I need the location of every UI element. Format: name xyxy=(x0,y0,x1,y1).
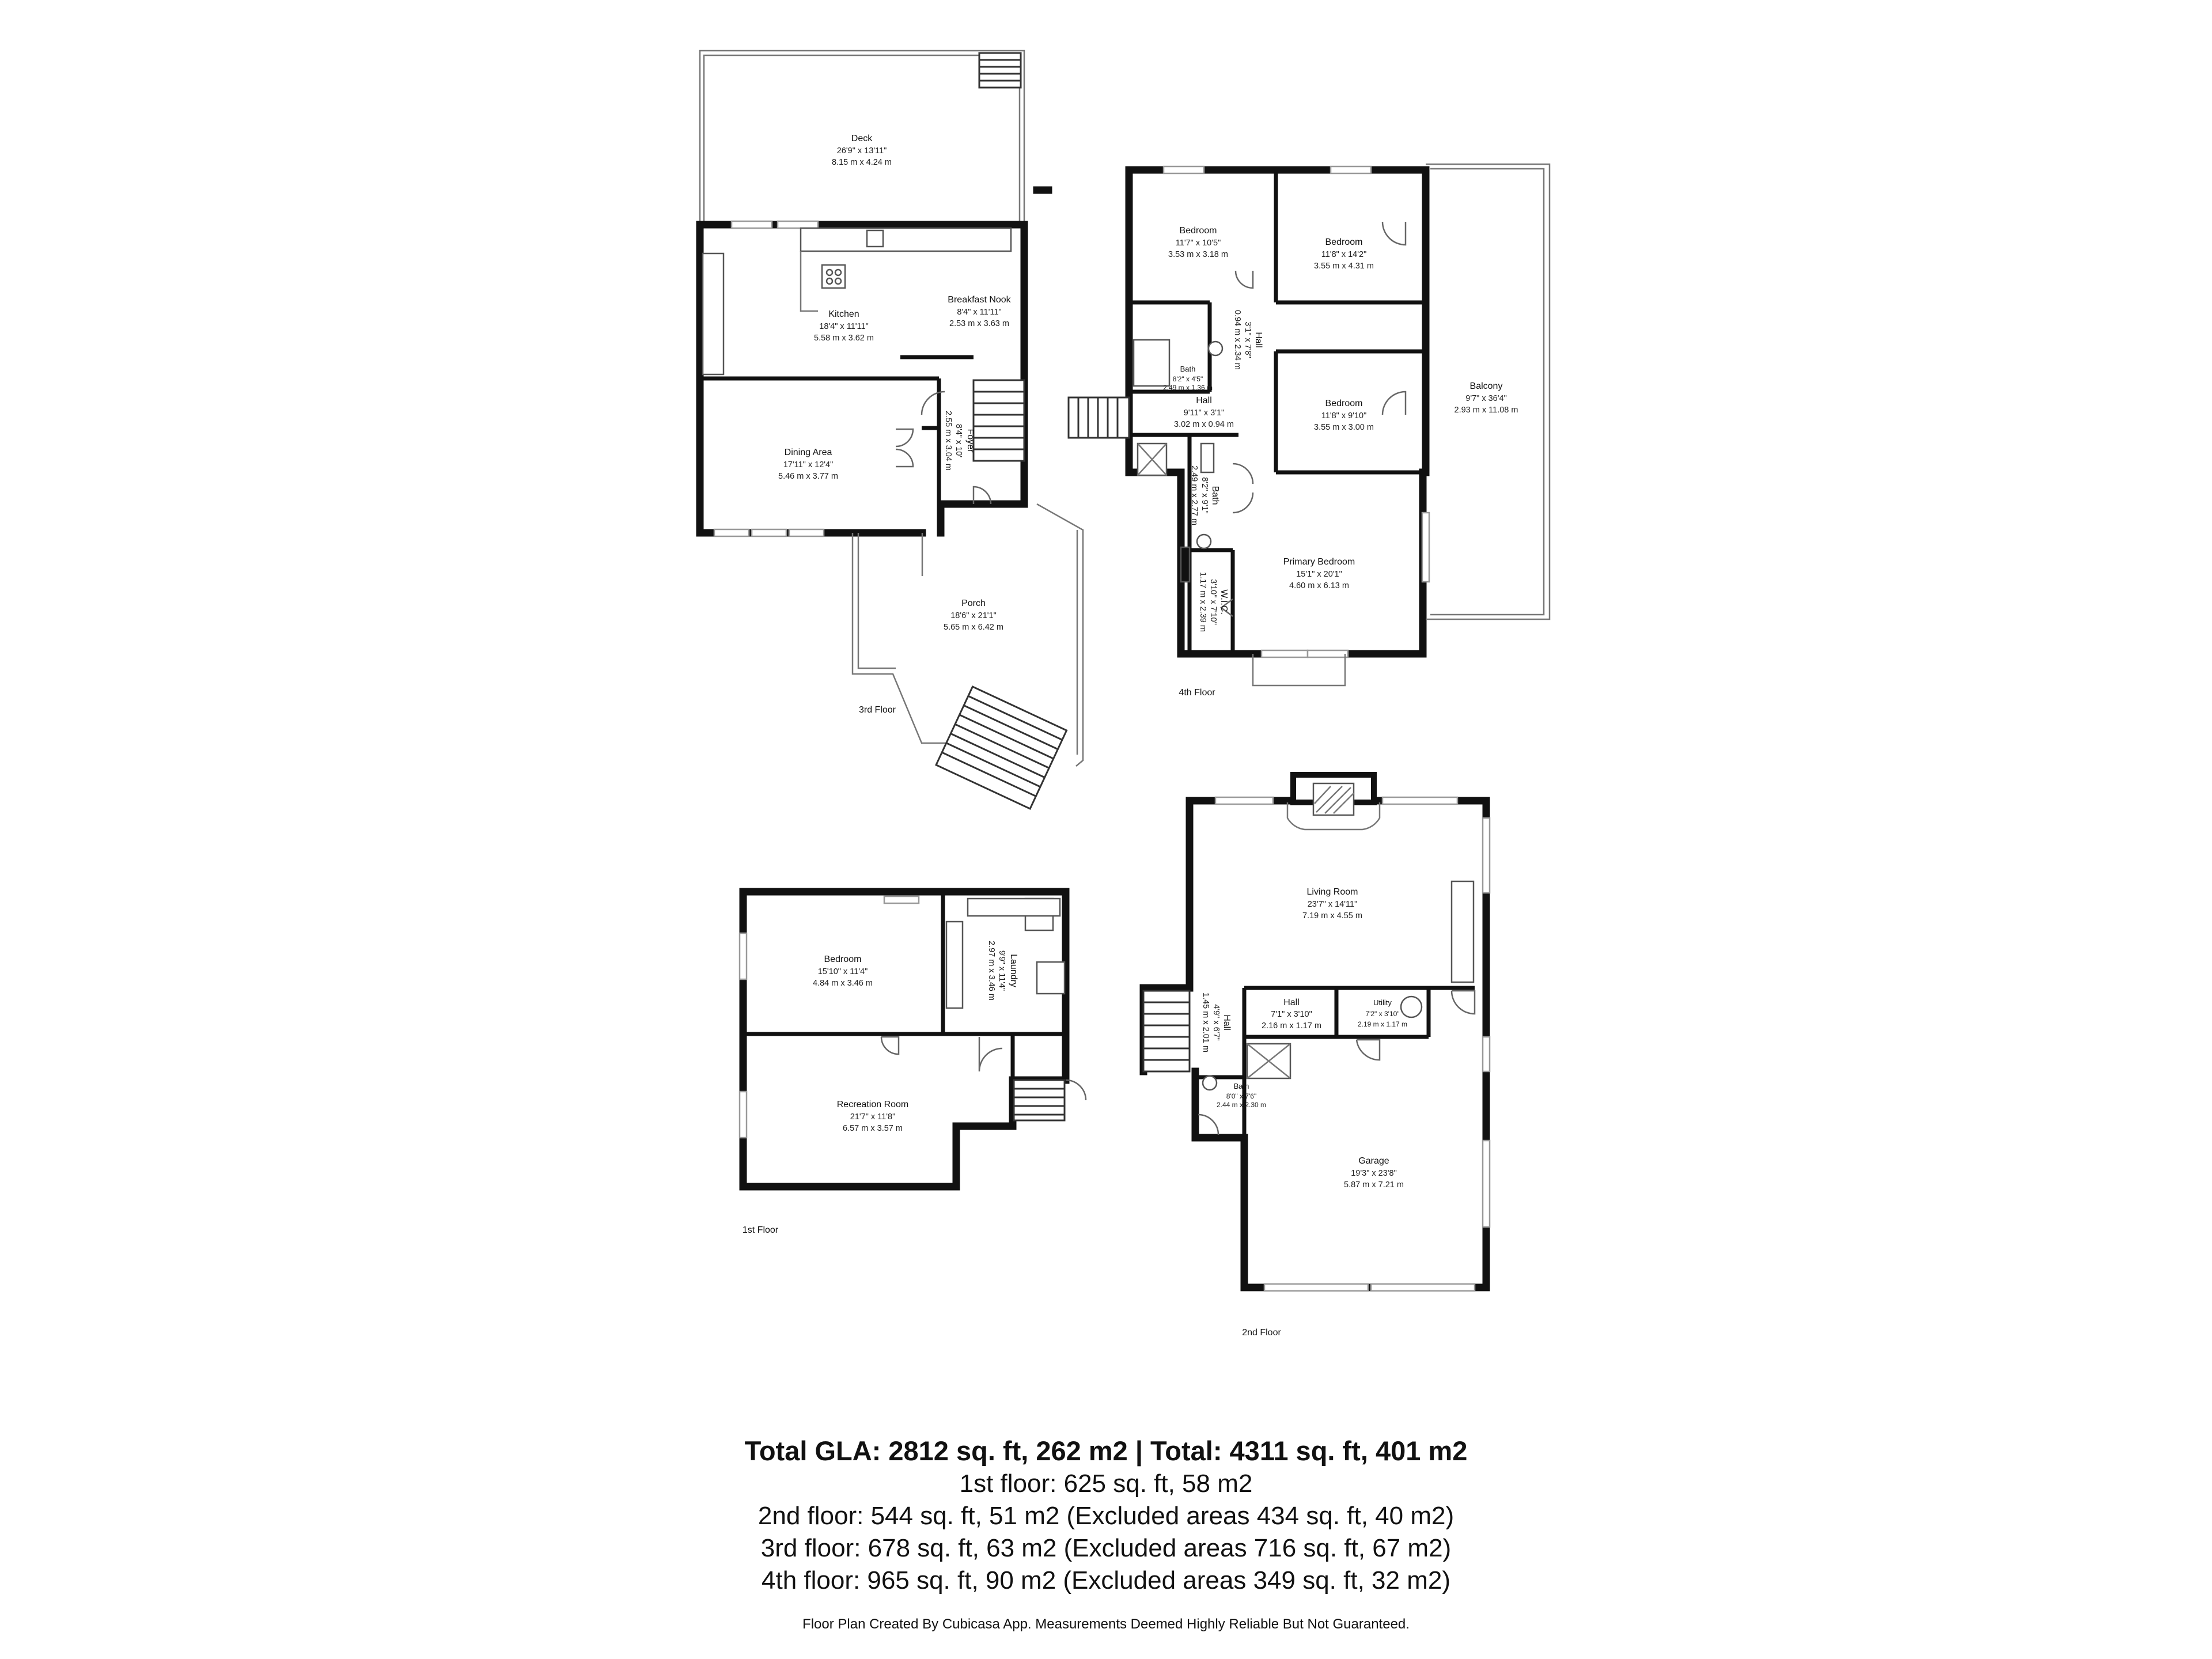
wic-metric: 1.17 m x 2.39 m xyxy=(1198,572,1207,632)
bath-2-imperial: 8'0" x 7'6" xyxy=(1226,1092,1256,1100)
primary-bedroom-metric: 4.60 m x 6.13 m xyxy=(1289,581,1349,590)
foyer-label: Foyer xyxy=(965,429,975,453)
bath-4b-imperial: 8'2" x 9'1" xyxy=(1200,477,1209,513)
floor-1-area: 1st floor: 625 sq. ft, 58 m2 xyxy=(959,1469,1253,1498)
balcony-metric: 2.93 m x 11.08 m xyxy=(1455,406,1518,415)
bedroom-1-label: Bedroom xyxy=(824,955,862,964)
primary-bedroom-label: Primary Bedroom xyxy=(1283,557,1355,567)
wic-label: W.I.C. xyxy=(1219,589,1229,615)
first-floor-plan: Bedroom 15'10" x 11'4" 4.84 m x 3.46 m L… xyxy=(738,888,1087,1235)
third-floor-plan: Deck 26'9" x 13'11" 8.15 m x 4.24 m Kitc… xyxy=(696,50,1084,810)
bath-2-metric: 2.44 m x 2.30 m xyxy=(1217,1101,1266,1109)
third-floor-label: 3rd Floor xyxy=(859,705,896,715)
floor-2-area: 2nd floor: 544 sq. ft, 51 m2 (Excluded a… xyxy=(757,1502,1455,1530)
bedroom-4a-label: Bedroom xyxy=(1180,226,1217,236)
bath-4a-metric: 2.49 m x 1.36 m xyxy=(1163,384,1213,392)
bedroom-1-imperial: 15'10" x 11'4" xyxy=(818,967,868,976)
laundry-label: Laundry xyxy=(1009,954,1018,987)
bath-4b-metric: 2.49 m x 2.77 m xyxy=(1190,465,1199,525)
bedroom-4a-imperial: 11'7" x 10'5" xyxy=(1176,238,1221,248)
dining-area-label: Dining Area xyxy=(785,448,832,457)
bedroom-4b-label: Bedroom xyxy=(1325,237,1363,247)
area-summary: Total GLA: 2812 sq. ft, 262 m2 | Total: … xyxy=(0,1434,2212,1633)
breakfast-nook-label: Breakfast Nook xyxy=(948,295,1011,305)
second-floor-label: 2nd Floor xyxy=(1242,1328,1281,1338)
hall-2-vertical-imperial: 4'9" x 6'7" xyxy=(1211,1004,1221,1040)
bedroom-4c-label: Bedroom xyxy=(1325,399,1363,408)
garage-imperial: 19'3" x 23'8" xyxy=(1351,1169,1397,1178)
fourth-floor-plan: Bedroom 11'7" x 10'5" 3.53 m x 3.18 m Be… xyxy=(1067,163,1551,698)
hall-4-label: Hall xyxy=(1196,396,1212,406)
recreation-room-label: Recreation Room xyxy=(837,1100,909,1109)
hall-4-small-metric: 0.94 m x 2.34 m xyxy=(1233,310,1242,370)
breakfast-nook-metric: 2.53 m x 3.63 m xyxy=(949,319,1009,328)
total-area: Total GLA: 2812 sq. ft, 262 m2 | Total: … xyxy=(744,1435,1468,1466)
laundry-imperial: 9'9" x 11'4" xyxy=(997,950,1006,991)
utility-imperial: 7'2" x 3'10" xyxy=(1365,1010,1399,1018)
fourth-floor-label: 4th Floor xyxy=(1179,688,1215,698)
hall-2-label: Hall xyxy=(1283,998,1300,1007)
hall-2-vertical-label: Hall xyxy=(1222,1014,1232,1031)
foyer-metric: 2.55 m x 3.04 m xyxy=(944,411,953,471)
garage-metric: 5.87 m x 7.21 m xyxy=(1344,1180,1404,1190)
living-room-imperial: 23'7" x 14'11" xyxy=(1308,900,1358,909)
bedroom-4b-metric: 3.55 m x 4.31 m xyxy=(1314,262,1374,271)
deck-metric: 8.15 m x 4.24 m xyxy=(832,158,892,167)
second-floor-plan: Living Room 23'7" x 14'11" 7.19 m x 4.55… xyxy=(1139,772,1491,1338)
floor-4-area: 4th floor: 965 sq. ft, 90 m2 (Excluded a… xyxy=(762,1566,1450,1594)
bath-4b-label: Bath xyxy=(1210,486,1220,505)
hall-4-imperial: 9'11" x 3'1" xyxy=(1184,408,1224,418)
kitchen-label: Kitchen xyxy=(828,309,859,319)
deck-imperial: 26'9" x 13'11" xyxy=(837,146,887,156)
hall-4-small-imperial: 3'1" x 7'8" xyxy=(1243,321,1252,358)
laundry-metric: 2.97 m x 3.46 m xyxy=(987,941,996,1001)
hall-4-small-label: Hall xyxy=(1253,332,1263,348)
bath-2-label: Bath xyxy=(1234,1082,1249,1090)
dining-area-imperial: 17'11" x 12'4" xyxy=(783,460,834,469)
recreation-room-metric: 6.57 m x 3.57 m xyxy=(843,1124,903,1133)
porch-imperial: 18'6" x 21'1" xyxy=(950,611,997,620)
hall-2-vertical-metric: 1.45 m x 2.01 m xyxy=(1201,993,1210,1052)
living-room-label: Living Room xyxy=(1307,887,1358,897)
bedroom-4c-imperial: 11'8" x 9'10" xyxy=(1321,411,1366,421)
bedroom-4b-imperial: 11'8" x 14'2" xyxy=(1321,250,1366,259)
porch-label: Porch xyxy=(961,599,986,608)
porch-metric: 5.65 m x 6.42 m xyxy=(944,623,1003,632)
floor-3-area: 3rd floor: 678 sq. ft, 63 m2 (Excluded a… xyxy=(760,1534,1452,1562)
dining-area-metric: 5.46 m x 3.77 m xyxy=(778,472,838,481)
wic-imperial: 3'10" x 7'10" xyxy=(1209,579,1218,625)
deck-label: Deck xyxy=(851,134,873,143)
balcony-imperial: 9'7" x 36'4" xyxy=(1465,394,1506,403)
bath-4a-label: Bath xyxy=(1180,365,1196,373)
bedroom-1-metric: 4.84 m x 3.46 m xyxy=(813,979,873,988)
utility-label: Utility xyxy=(1373,998,1392,1007)
disclaimer: Floor Plan Created By Cubicasa App. Meas… xyxy=(802,1616,1410,1632)
hall-4-metric: 3.02 m x 0.94 m xyxy=(1174,420,1234,429)
kitchen-imperial: 18'4" x 11'11" xyxy=(819,322,868,331)
garage-label: Garage xyxy=(1358,1156,1389,1166)
kitchen-metric: 5.58 m x 3.62 m xyxy=(814,334,874,343)
bath-4a-imperial: 8'2" x 4'5" xyxy=(1173,375,1203,383)
foyer-imperial: 8'4" x 10' xyxy=(954,424,963,457)
recreation-room-imperial: 21'7" x 11'8" xyxy=(850,1112,895,1122)
living-room-metric: 7.19 m x 4.55 m xyxy=(1302,911,1362,921)
hall-2-imperial: 7'1" x 3'10" xyxy=(1271,1010,1312,1019)
bedroom-4c-metric: 3.55 m x 3.00 m xyxy=(1314,423,1374,432)
first-floor-label: 1st Floor xyxy=(743,1225,779,1235)
primary-bedroom-imperial: 15'1" x 20'1" xyxy=(1296,570,1342,579)
bedroom-4a-metric: 3.53 m x 3.18 m xyxy=(1168,250,1228,259)
utility-metric: 2.19 m x 1.17 m xyxy=(1358,1020,1407,1028)
breakfast-nook-imperial: 8'4" x 11'11" xyxy=(957,308,1001,317)
hall-2-metric: 2.16 m x 1.17 m xyxy=(1262,1021,1321,1031)
balcony-label: Balcony xyxy=(1470,381,1503,391)
